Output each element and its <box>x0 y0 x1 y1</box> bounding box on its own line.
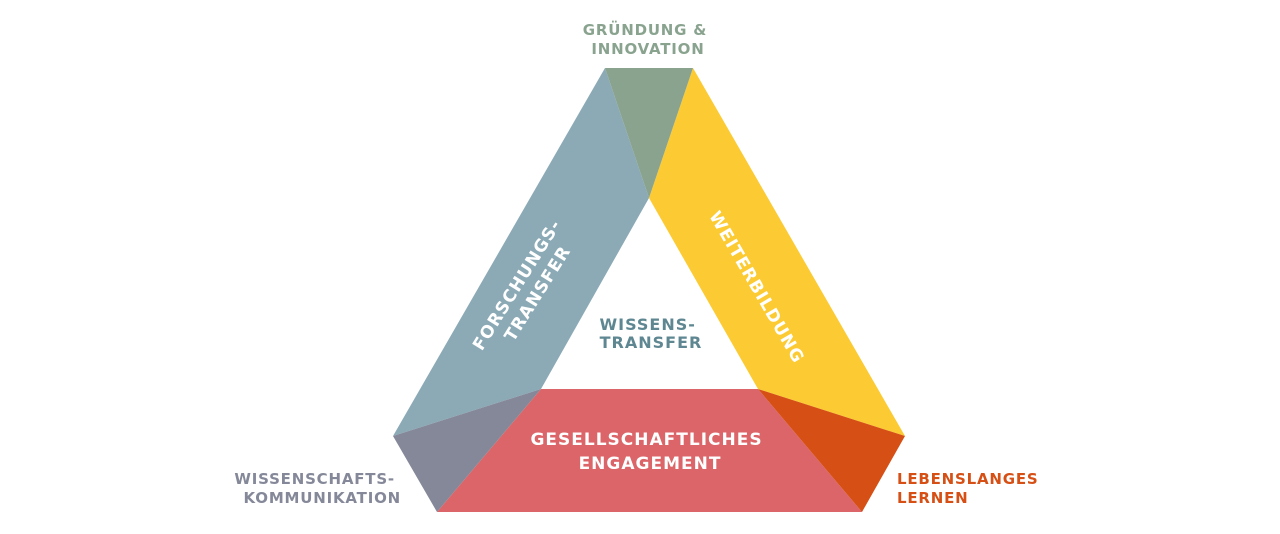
gesellschaftliches-engagement-label: GESELLSCHAFTLICHES ENGAGEMENT <box>530 430 769 474</box>
gruendung-innovation-label: GRÜNDUNG & INNOVATION <box>583 20 713 58</box>
center-label: WISSENS- TRANSFER <box>600 315 703 352</box>
lebenslanges-lernen-label-line1: LEBENSLANGES <box>897 470 1039 488</box>
wissenschaftskommunikation-label-line2: KOMMUNIKATION <box>244 489 401 507</box>
center-label-line2: TRANSFER <box>600 333 703 352</box>
forschungstransfer-band <box>393 68 649 436</box>
gesellschaftliches-engagement-band <box>437 389 862 512</box>
lebenslanges-lernen-corner <box>758 389 905 512</box>
gruendung-innovation-label-line1: GRÜNDUNG & <box>583 20 707 39</box>
gruendung-innovation-label-line2: INNOVATION <box>591 40 704 58</box>
wissenschaftskommunikation-corner <box>393 389 541 512</box>
weiterbildung-band <box>649 68 905 436</box>
gruendung-innovation-corner <box>605 68 693 198</box>
gesellschaftliches-engagement-label-line1: GESELLSCHAFTLICHES <box>530 430 762 450</box>
center-label-line1: WISSENS- <box>600 315 696 334</box>
lebenslanges-lernen-label-line2: LERNEN <box>897 489 969 507</box>
wissenschaftskommunikation-label: WISSENSCHAFTS- KOMMUNIKATION <box>234 470 401 507</box>
lebenslanges-lernen-label: LEBENSLANGES LERNEN <box>897 470 1045 507</box>
gesellschaftliches-engagement-label-line2: ENGAGEMENT <box>579 454 722 474</box>
wissenschaftskommunikation-label-line1: WISSENSCHAFTS- <box>234 470 395 488</box>
